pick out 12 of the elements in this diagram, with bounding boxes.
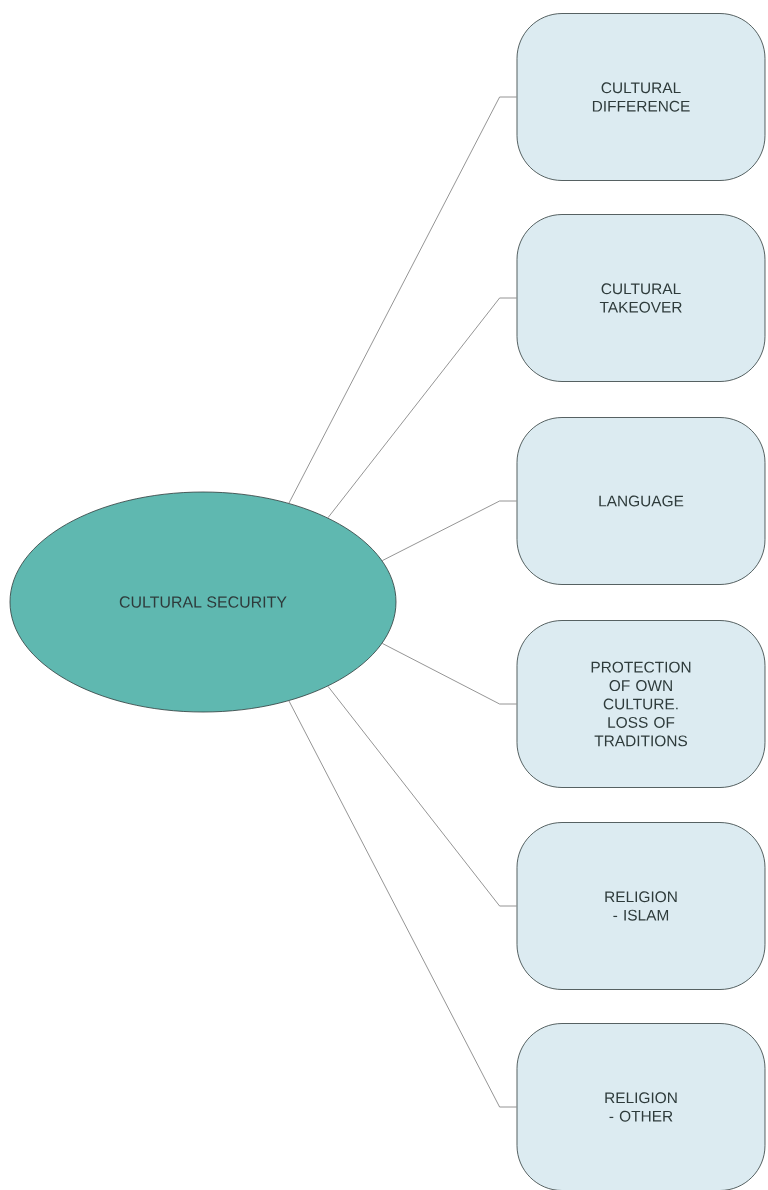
topic-box: PROTECTION OF OWN CULTURE. LOSS OF TRADITIONS [516, 620, 766, 788]
connector-line [327, 297, 517, 519]
connector-line [381, 500, 517, 561]
topic-box: LANGUAGE [516, 417, 766, 585]
topic-box: CULTURAL DIFFERENCE [516, 13, 766, 181]
connector-line [288, 96, 517, 504]
connector-line [381, 643, 517, 705]
topic-box: RELIGION - OTHER [516, 1023, 766, 1190]
connector-line [327, 685, 517, 907]
connector-line [288, 700, 517, 1108]
topic-box: RELIGION - ISLAM [516, 822, 766, 990]
topic-box: CULTURAL TAKEOVER [516, 214, 766, 382]
